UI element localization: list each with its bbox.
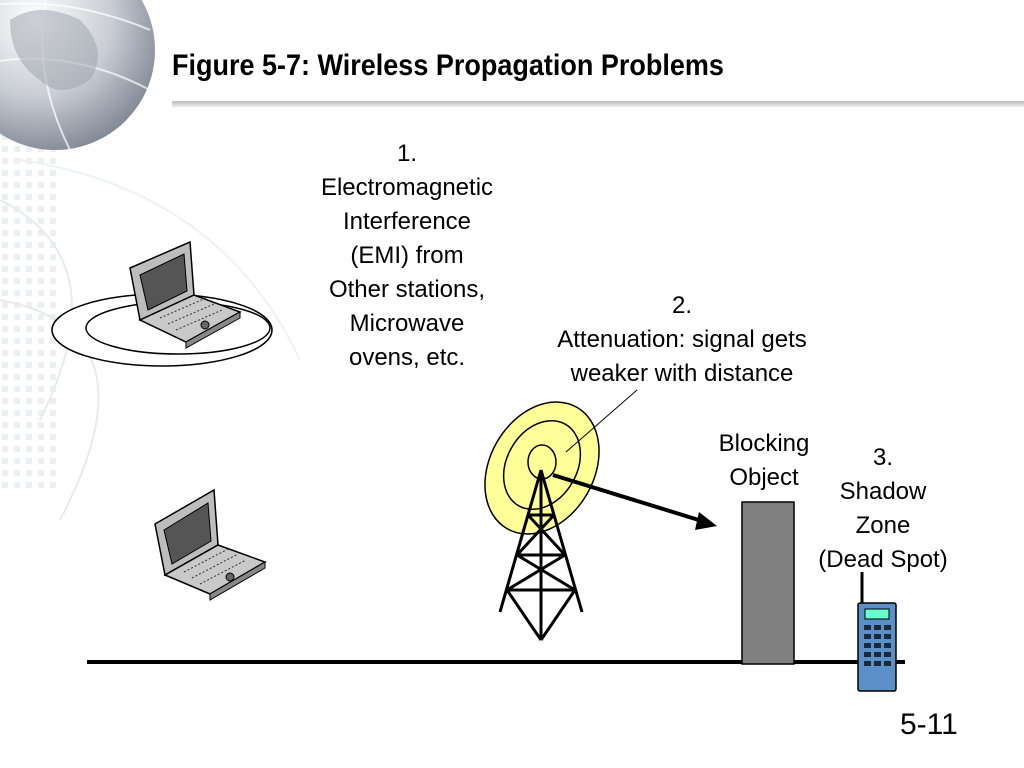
attenuation-label-line: Attenuation: signal gets bbox=[557, 326, 807, 353]
shadow-label-line: Zone bbox=[855, 512, 911, 539]
emi-label-line: Interference bbox=[342, 208, 472, 235]
signal-rings bbox=[484, 401, 600, 535]
laptop-icon bbox=[129, 240, 242, 349]
shadow-zone-label: 3. Shadow Zone (Dead Spot) bbox=[800, 441, 966, 577]
laptop-icon bbox=[154, 488, 267, 601]
title-divider bbox=[172, 101, 1024, 107]
blocking-label-line: Object bbox=[729, 464, 799, 491]
attenuation-label: 2. Attenuation: signal gets weaker with … bbox=[525, 289, 839, 391]
emi-label-line: Electromagnetic bbox=[320, 174, 494, 201]
blocking-label-line: Blocking bbox=[718, 430, 810, 457]
page-title: Figure 5-7: Wireless Propagation Problem… bbox=[172, 49, 724, 82]
background-decoration bbox=[0, 130, 301, 521]
attenuation-leader-line bbox=[565, 389, 638, 453]
emi-label-line: 1. bbox=[396, 140, 417, 167]
emi-label: 1. Electromagnetic Interference (EMI) fr… bbox=[296, 137, 518, 375]
attenuation-label-line: 2. bbox=[671, 292, 692, 319]
emi-label-line: Microwave bbox=[349, 310, 465, 337]
emi-laptop-with-rings bbox=[51, 240, 273, 367]
signal-arrow bbox=[552, 473, 717, 530]
attenuation-label-line: weaker with distance bbox=[570, 360, 794, 387]
blocking-object-label: Blocking Object bbox=[698, 427, 830, 495]
blocking-object bbox=[741, 501, 795, 665]
shadow-label-line: (Dead Spot) bbox=[818, 546, 948, 573]
emi-label-line: Other stations, bbox=[328, 276, 486, 303]
page-number: 5-11 bbox=[900, 708, 958, 741]
cell-phone-icon bbox=[857, 572, 897, 692]
transmission-tower-icon bbox=[498, 469, 584, 641]
shadow-label-line: Shadow bbox=[839, 478, 927, 505]
emi-label-line: (EMI) from bbox=[350, 242, 464, 269]
globe-icon bbox=[0, 0, 155, 151]
shadow-label-line: 3. bbox=[872, 444, 893, 471]
emi-label-line: ovens, etc. bbox=[348, 344, 466, 371]
